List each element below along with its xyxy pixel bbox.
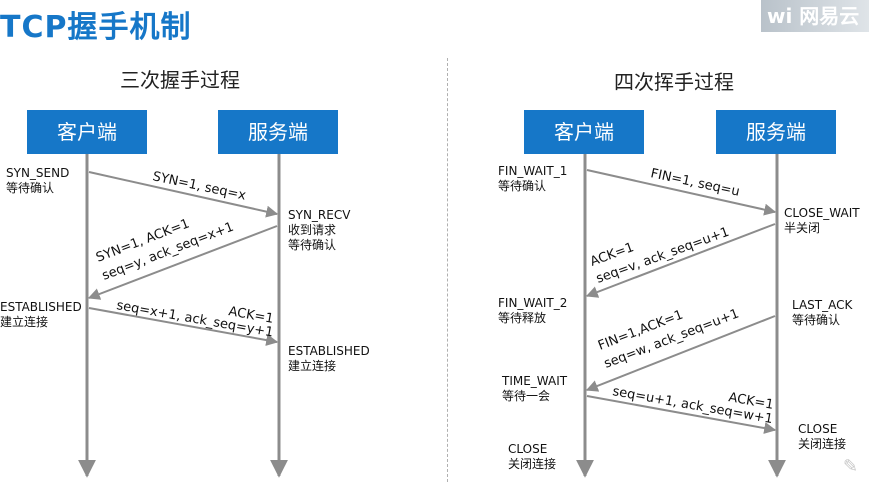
right-server-box: 服务端 [716,110,836,154]
fin-wait-2-desc: 等待释放 [498,311,547,325]
handshake-arrow-2 [87,225,278,300]
fin-wait-1-state: FIN_WAIT_1 [498,164,568,178]
fin-wait-2-state: FIN_WAIT_2 [498,296,568,310]
close-wait-label: CLOSE_WAIT 半关闭 [784,206,860,236]
handshake-arrow-3 [88,307,279,346]
syn-recv-state: SYN_RECV [288,208,351,222]
netease-cloud-logo: wi 网易云 [761,0,869,32]
last-ack-state: LAST_ACK [792,298,853,312]
client-close-state: CLOSE [508,442,548,456]
server-close-desc: 关闭连接 [798,437,847,451]
close-wait-state: CLOSE_WAIT [784,206,860,220]
server-close-label: CLOSE 关闭连接 [798,422,846,452]
client-established-state: ESTABLISHED [0,300,82,314]
corner-watermark-icon: ✎ [843,456,859,477]
server-close-state: CLOSE [798,422,838,436]
server-established-state: ESTABLISHED [288,344,370,358]
server-established-desc: 建立连接 [288,359,337,373]
section-divider [447,58,448,482]
fin-wait-2-label: FIN_WAIT_2 等待释放 [498,296,567,326]
close-wait-desc: 半关闭 [784,221,821,235]
syn-send-label: SYN_SEND 等待确认 [6,166,69,196]
left-server-box: 服务端 [218,110,338,154]
wave-arrow-2 [585,223,776,298]
syn-send-desc: 等待确认 [6,181,55,195]
four-way-wave-title: 四次挥手过程 [614,70,734,94]
right-client-box: 客户端 [524,110,644,154]
last-ack-label: LAST_ACK 等待确认 [792,298,852,328]
handshake-arrow-1 [88,171,279,218]
logo-text: 网易云 [799,4,860,28]
syn-recv-desc-2: 等待确认 [288,238,337,252]
handshake-msg-1: SYN=1, seq=x [151,169,247,203]
syn-recv-label: SYN_RECV 收到请求 等待确认 [288,208,350,253]
fin-wait-1-desc: 等待确认 [498,179,547,193]
wave-arrow-1 [586,169,777,216]
wave-arrow-4 [586,395,777,434]
time-wait-state: TIME_WAIT [502,374,568,388]
left-client-box: 客户端 [27,110,147,154]
syn-recv-desc-1: 收到请求 [288,223,337,237]
server-established-label: ESTABLISHED 建立连接 [288,344,370,374]
client-close-label: CLOSE 关闭连接 [508,442,556,472]
wave-arrow-3 [585,315,776,392]
last-ack-desc: 等待确认 [792,313,841,327]
three-way-handshake-title: 三次握手过程 [120,68,240,92]
syn-send-state: SYN_SEND [6,166,70,180]
client-established-label: ESTABLISHED 建立连接 [0,300,82,330]
page-title: TCP握手机制 [0,10,192,45]
time-wait-label: TIME_WAIT 等待一会 [502,374,567,404]
client-close-desc: 关闭连接 [508,457,557,471]
client-established-desc: 建立连接 [0,315,49,329]
time-wait-desc: 等待一会 [502,389,551,403]
fin-wait-1-label: FIN_WAIT_1 等待确认 [498,164,567,194]
